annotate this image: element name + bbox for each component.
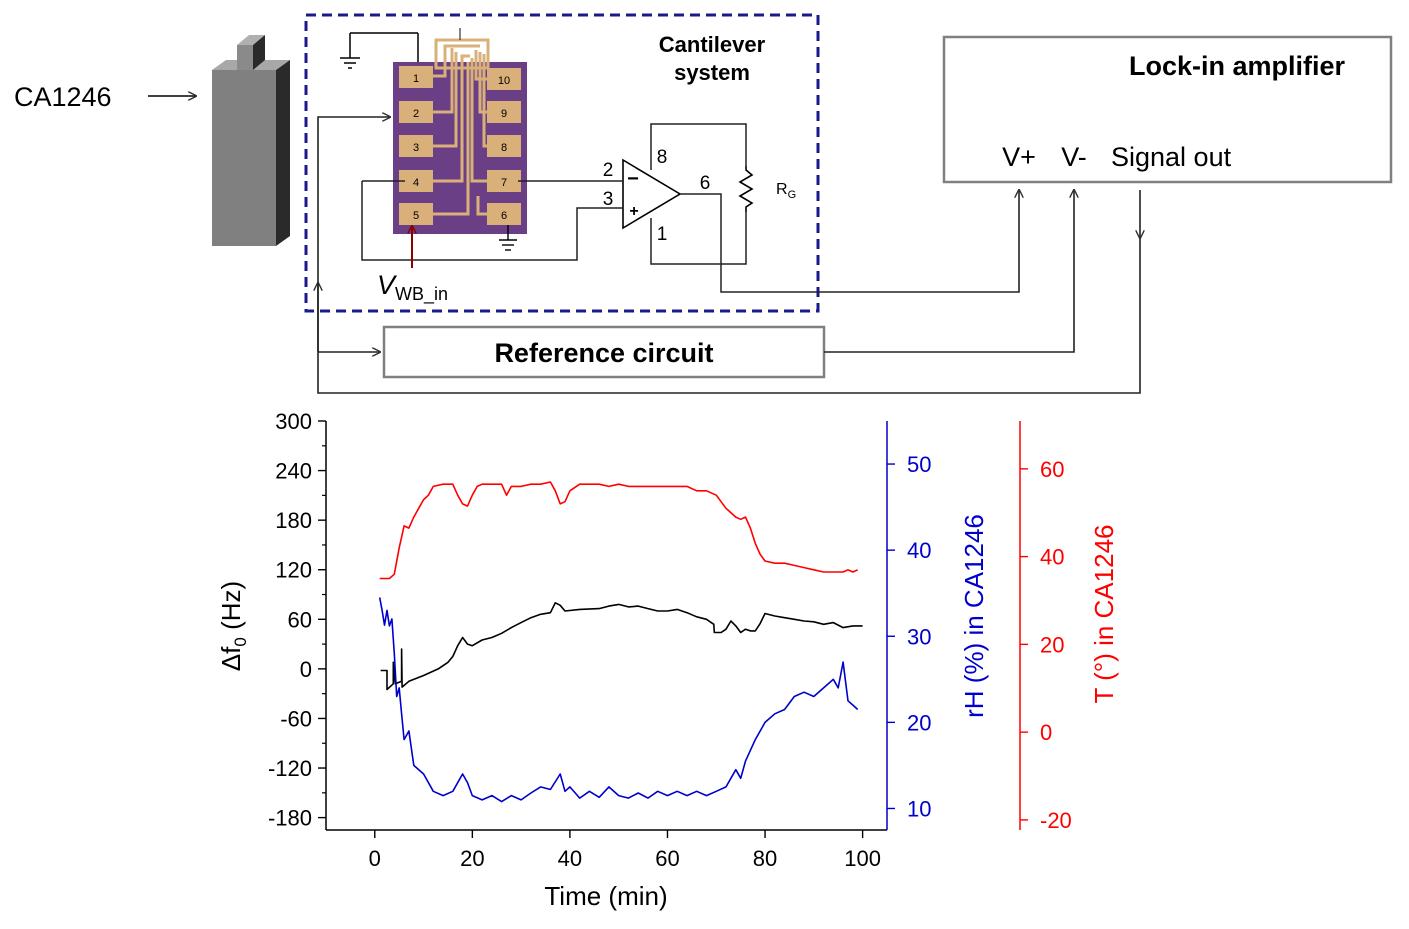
signal-out-label: Signal out <box>1111 142 1232 172</box>
x-tick-label: 100 <box>844 846 881 871</box>
pad-label: 10 <box>498 75 510 87</box>
pad-label: 5 <box>413 210 419 222</box>
x-tick-label: 40 <box>558 846 582 871</box>
x-ticks: 0 20 40 60 80 100 <box>369 830 881 871</box>
temperature-tick-label: 60 <box>1040 457 1064 482</box>
left-y-tick-label: 300 <box>275 409 312 434</box>
ground-symbol-chip <box>499 225 517 251</box>
frequency-shift-line <box>380 601 863 691</box>
left-y-ticks: 300 240 180 120 60 0 -60 -120 -180 <box>268 409 326 831</box>
chip-pads-left: 1 2 3 4 5 <box>399 66 433 225</box>
opamp-plus-sign: + <box>629 203 638 220</box>
relative-humidity-line <box>378 597 859 803</box>
cantilever-label-line2: system <box>674 60 750 85</box>
left-y-tick-label: -180 <box>268 806 312 831</box>
rh-tick-label: 30 <box>907 624 931 649</box>
cantilever-chip: 1 2 3 4 5 10 9 8 7 6 <box>393 28 527 234</box>
left-y-tick-label: 240 <box>275 459 312 484</box>
reference-circuit-box <box>382 325 826 379</box>
temperature-tick-label: -20 <box>1040 808 1072 833</box>
schematic: CA1246 Cantilever system <box>14 13 1393 394</box>
vplus-label: V+ <box>1002 142 1036 172</box>
rg-label: RG <box>776 181 796 201</box>
reference-circuit-label: Reference circuit <box>494 338 713 368</box>
external-wiring <box>318 117 1140 394</box>
temperature-tick-label: 40 <box>1040 545 1064 570</box>
x-axis-title: Time (min) <box>544 881 667 911</box>
left-y-tick-label: 180 <box>275 508 312 533</box>
temperature-line <box>379 481 859 580</box>
cantilever-label-line1: Cantilever <box>659 32 766 57</box>
opamp-pin-8: 8 <box>657 147 668 168</box>
left-y-tick-label: 0 <box>300 657 312 682</box>
temperature-tick-label: 0 <box>1040 720 1052 745</box>
rg-resistor: RG <box>738 166 796 212</box>
rh-tick-label: 50 <box>907 452 931 477</box>
x-tick-label: 80 <box>753 846 777 871</box>
opamp-pin-6: 6 <box>700 173 711 194</box>
series-group <box>378 481 863 803</box>
source-device <box>212 35 290 246</box>
pad-label: 6 <box>501 210 507 222</box>
temperature-axis-title: T (°) in CA1246 <box>1089 525 1119 704</box>
rh-tick-label: 40 <box>907 538 931 563</box>
opamp-pin-2: 2 <box>603 160 614 181</box>
x-tick-label: 60 <box>655 846 679 871</box>
left-y-tick-label: 60 <box>288 607 312 632</box>
temperature-y-ticks: 60 40 20 0 -20 <box>1020 457 1072 833</box>
opamp-minus-sign: − <box>627 168 639 190</box>
pad-label: 4 <box>413 177 419 189</box>
rh-axis-title: rH (%) in CA1246 <box>959 514 989 718</box>
pad-label: 8 <box>501 142 507 154</box>
rh-tick-label: 20 <box>907 710 931 735</box>
left-y-axis-title: Δf0 (Hz) <box>216 581 250 671</box>
cantilever-wiring <box>361 123 960 293</box>
opamp-pin-1: 1 <box>657 224 668 245</box>
rh-y-ticks: 50 40 30 20 10 <box>887 452 931 821</box>
chip-traces <box>433 44 487 216</box>
pad-label: 2 <box>413 108 419 120</box>
left-y-tick-label: 120 <box>275 558 312 583</box>
pad-label: 7 <box>501 177 507 189</box>
opamp-pin-3: 3 <box>603 189 614 210</box>
pad-label: 3 <box>413 142 419 154</box>
source-label: CA1246 <box>14 82 112 112</box>
vwb-label: VWB_in <box>377 270 448 305</box>
lockin-title: Lock-in amplifier <box>1129 51 1346 81</box>
ground-symbol-top <box>340 32 419 75</box>
cantilever-system-box <box>304 13 820 313</box>
pad-label: 9 <box>501 108 507 120</box>
left-y-tick-label: -120 <box>268 756 312 781</box>
instrumentation-amplifier: − + 2 3 8 6 1 <box>603 147 711 245</box>
left-y-tick-label: -60 <box>280 706 312 731</box>
chip-pads-right: 10 9 8 7 6 <box>487 68 521 225</box>
lockin-amplifier-box <box>942 35 1393 184</box>
temperature-tick-label: 20 <box>1040 632 1064 657</box>
vminus-label: V- <box>1061 142 1087 172</box>
x-tick-label: 0 <box>369 846 381 871</box>
pad-label: 1 <box>413 73 419 85</box>
rh-tick-label: 10 <box>907 796 931 821</box>
x-tick-label: 20 <box>460 846 484 871</box>
